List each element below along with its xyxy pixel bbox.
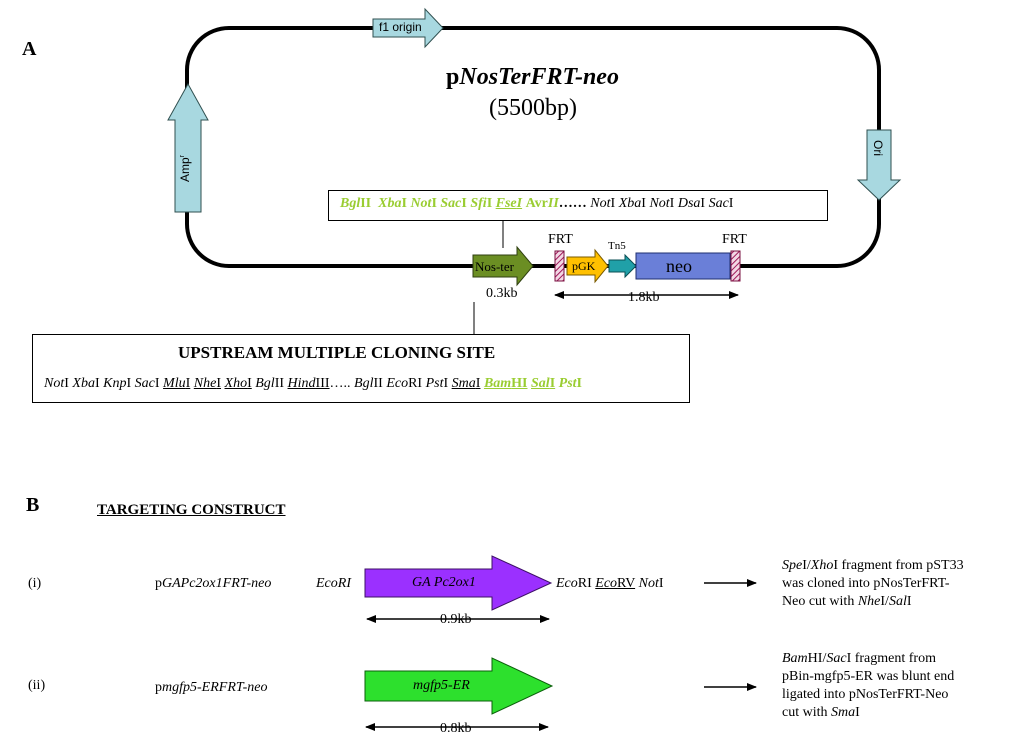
row1-name-italic: GAPc2ox1FRT-neo — [162, 576, 272, 591]
up-site-xhoi: XhoI — [224, 376, 252, 391]
frt-right-site — [730, 250, 741, 282]
amp-arrow — [167, 82, 209, 213]
pgk-arrow — [566, 248, 609, 284]
tn5-arrow — [608, 253, 637, 279]
row2-size-label: 0.8kb — [440, 721, 472, 736]
downstream-mcs-box — [328, 190, 828, 221]
site-saci-2: SacI — [708, 196, 734, 211]
up-site-nhei: NheI — [193, 376, 222, 391]
panel-b-label: B — [26, 494, 40, 516]
row2-gene-label: mgfp5-ER — [413, 678, 470, 693]
nos-ter-label: Nos-ter — [475, 259, 514, 274]
panel-a-label: A — [22, 38, 37, 60]
up-site-sali: SalI — [531, 376, 556, 391]
upstream-mcs-box — [32, 334, 690, 403]
up-site-bglii-2: BglII — [354, 376, 383, 391]
site-noti: NotI — [410, 196, 437, 211]
upstream-mcs-sites: NotI XbaI KnpI SacI MluI NheI XhoI BglII… — [44, 376, 582, 392]
row1-construct-name: pGAPc2ox1FRT-neo — [155, 576, 271, 592]
up-site-mlui: MluI — [163, 376, 191, 391]
nos-ter-size: 0.3kb — [486, 286, 518, 301]
up-site-ecori: EcoRI — [386, 376, 423, 391]
site-noti-2: NotI — [590, 196, 616, 211]
amp-superscript: r — [179, 154, 186, 158]
site-fsei: FseI — [495, 196, 523, 211]
plasmid-name: pNosTerFRT-neo — [446, 64, 619, 91]
site-avrii: AvrII — [525, 196, 559, 211]
neo-label: neo — [666, 256, 692, 276]
plasmid-prefix: p — [446, 64, 460, 90]
frt-left-site — [554, 250, 565, 282]
mgfp5-arrow — [364, 657, 554, 715]
upstream-mcs-title: UPSTREAM MULTIPLE CLONING SITE — [178, 343, 496, 362]
up-dots: ….. — [329, 376, 351, 391]
plasmid-name-italic: NosTerFRT-neo — [459, 64, 619, 90]
amp-label: Ampr — [178, 155, 192, 182]
site-bglii: BglII — [340, 196, 372, 211]
site-dsai: DsaI — [677, 196, 706, 211]
row1-right-sites: EcoRI EcoRV NotI — [556, 576, 664, 591]
up-site-xbai: XbaI — [72, 376, 100, 391]
site-saci: SacI — [440, 196, 467, 211]
row2-description: BamHI/SacI fragment from pBin-mgfp5-ER w… — [782, 651, 955, 720]
up-site-saci: SacI — [134, 376, 160, 391]
site-xbai-2: XbaI — [618, 196, 646, 211]
row2-number: (ii) — [28, 678, 46, 693]
row1-description: SpeI/XhoI fragment from pST33 was cloned… — [782, 558, 964, 609]
row1-gene-label: GA Pc2ox1 — [412, 575, 476, 590]
row1-size-label: 0.9kb — [440, 612, 472, 627]
ori-label: Ori — [871, 140, 885, 156]
up-site-knpi: KnpI — [103, 376, 132, 391]
row1-number: (i) — [28, 576, 42, 591]
downstream-dots: …… — [558, 196, 587, 211]
up-site-psti-2: PstI — [558, 376, 582, 391]
row2-name-prefix: p — [155, 680, 162, 695]
frt-left-label: FRT — [548, 232, 573, 247]
site-sfii: SfiI — [470, 196, 493, 211]
pgk-label: pGK — [572, 259, 596, 273]
row1-left-site: EcoRI — [316, 576, 351, 591]
site-xbai: XbaI — [378, 196, 407, 211]
targeting-construct-heading: TARGETING CONSTRUCT — [97, 502, 286, 518]
amp-text: Amp — [178, 157, 192, 182]
up-site-smai: SmaI — [451, 376, 481, 391]
gapc2ox1-arrow — [364, 555, 553, 611]
frt-right-label: FRT — [722, 232, 747, 247]
row2-construct-name: pmgfp5-ERFRT-neo — [155, 680, 268, 696]
up-site-noti: NotI — [44, 376, 69, 391]
up-site-bglii: BglII — [255, 376, 285, 391]
site-noti-3: NotI — [649, 196, 675, 211]
f1-origin-label: f1 origin — [379, 20, 422, 34]
downstream-mcs-sites: BglII XbaI NotI SacI SfiI FseI AvrII…… N… — [340, 196, 733, 212]
tn5-label: Tn5 — [608, 240, 626, 252]
row2-name-italic: mgfp5-ERFRT-neo — [162, 680, 268, 695]
up-site-hindiii: HindIII — [287, 376, 330, 391]
nos-ter-arrow — [472, 245, 534, 287]
neo-box — [635, 252, 731, 280]
plasmid-size: (5500bp) — [489, 95, 577, 121]
ori-arrow — [856, 129, 902, 201]
up-site-bamhi: BamHI — [483, 376, 528, 391]
neo-span-label: 1.8kb — [628, 290, 660, 305]
row1-name-prefix: p — [155, 576, 162, 591]
f1-origin-arrow — [372, 7, 444, 49]
up-site-psti: PstI — [425, 376, 449, 391]
